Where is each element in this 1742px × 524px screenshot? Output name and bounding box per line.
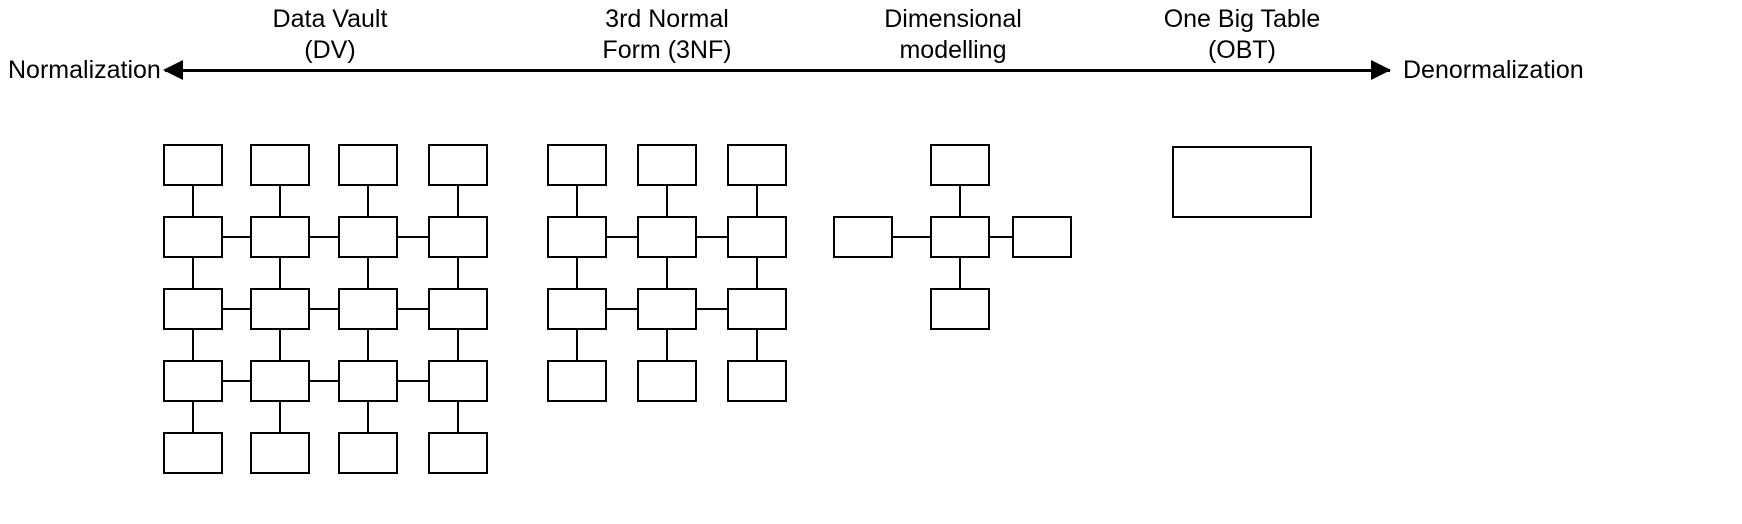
dimensional-edge-bottom [958,258,962,288]
arrow-left-icon [163,60,183,80]
3nf-edge-vertical [755,186,759,216]
3nf-table-node [547,360,607,402]
dimensional-fact-table [930,216,990,258]
3nf-edge-vertical [665,330,669,360]
dimensional-edge-right [990,235,1012,239]
data-vault-table-node [250,360,310,402]
data-vault-edge-vertical [456,186,460,216]
data-vault-edge-vertical [456,330,460,360]
3nf-table-node [637,144,697,186]
data-vault-edge-horizontal [398,379,428,383]
one-big-table-node [1172,146,1312,218]
3nf-edge-vertical [575,258,579,288]
3nf-edge-vertical [755,258,759,288]
data-vault-edge-horizontal [310,379,338,383]
category-caption-third-normal-form: 3rd Normal Form (3NF) [602,5,732,65]
3nf-edge-horizontal [697,235,727,239]
data-vault-edge-vertical [278,330,282,360]
category-caption-data-vault: Data Vault (DV) [272,5,388,65]
3nf-table-node [727,360,787,402]
data-vault-edge-vertical [366,258,370,288]
axis-label-denormalization: Denormalization [1403,56,1584,84]
data-vault-table-node [428,144,488,186]
3nf-table-node [637,360,697,402]
data-vault-table-node [250,288,310,330]
dimensional-edge-top [958,186,962,216]
data-vault-edge-vertical [366,402,370,432]
3nf-edge-horizontal [607,307,637,311]
data-vault-table-node [163,288,223,330]
3nf-table-node [637,216,697,258]
axis-label-normalization: Normalization [8,56,161,84]
3nf-table-node [727,216,787,258]
data-vault-edge-horizontal [223,307,250,311]
3nf-table-node [727,144,787,186]
data-vault-edge-horizontal [398,307,428,311]
dimensional-dimension-table-top [930,144,990,186]
data-vault-edge-vertical [366,186,370,216]
data-vault-edge-vertical [191,330,195,360]
3nf-table-node [547,288,607,330]
data-vault-edge-vertical [366,330,370,360]
dimensional-edge-left [893,235,930,239]
3nf-table-node [547,144,607,186]
data-vault-edge-horizontal [223,379,250,383]
data-vault-table-node [428,288,488,330]
data-vault-table-node [338,360,398,402]
data-vault-table-node [428,360,488,402]
data-vault-edge-vertical [191,186,195,216]
data-vault-edge-horizontal [223,235,250,239]
3nf-table-node [547,216,607,258]
data-vault-edge-vertical [456,258,460,288]
data-vault-edge-vertical [278,258,282,288]
3nf-table-node [637,288,697,330]
data-vault-table-node [338,288,398,330]
3nf-table-node [727,288,787,330]
3nf-edge-vertical [665,186,669,216]
dimensional-dimension-table-right [1012,216,1072,258]
data-vault-edge-horizontal [398,235,428,239]
category-caption-one-big-table: One Big Table (OBT) [1163,5,1321,65]
data-vault-edge-vertical [456,402,460,432]
data-vault-table-node [338,432,398,474]
data-vault-edge-vertical [191,258,195,288]
data-vault-table-node [428,216,488,258]
3nf-edge-vertical [755,330,759,360]
3nf-edge-horizontal [607,235,637,239]
data-vault-table-node [163,360,223,402]
data-vault-edge-horizontal [310,307,338,311]
arrow-right-icon [1371,60,1391,80]
data-vault-table-node [163,216,223,258]
3nf-edge-vertical [665,258,669,288]
data-vault-table-node [428,432,488,474]
dimensional-dimension-table-bottom [930,288,990,330]
3nf-edge-horizontal [697,307,727,311]
data-vault-table-node [338,144,398,186]
data-vault-edge-vertical [278,186,282,216]
3nf-edge-vertical [575,186,579,216]
dimensional-dimension-table-left [833,216,893,258]
3nf-edge-vertical [575,330,579,360]
data-vault-table-node [163,432,223,474]
data-vault-table-node [163,144,223,186]
data-vault-table-node [250,432,310,474]
data-vault-edge-vertical [278,402,282,432]
data-vault-table-node [250,216,310,258]
data-vault-edge-horizontal [310,235,338,239]
data-vault-table-node [338,216,398,258]
category-caption-dimensional-modelling: Dimensional modelling [884,5,1022,65]
spectrum-axis-line [165,69,1390,72]
data-vault-edge-vertical [191,402,195,432]
data-vault-table-node [250,144,310,186]
